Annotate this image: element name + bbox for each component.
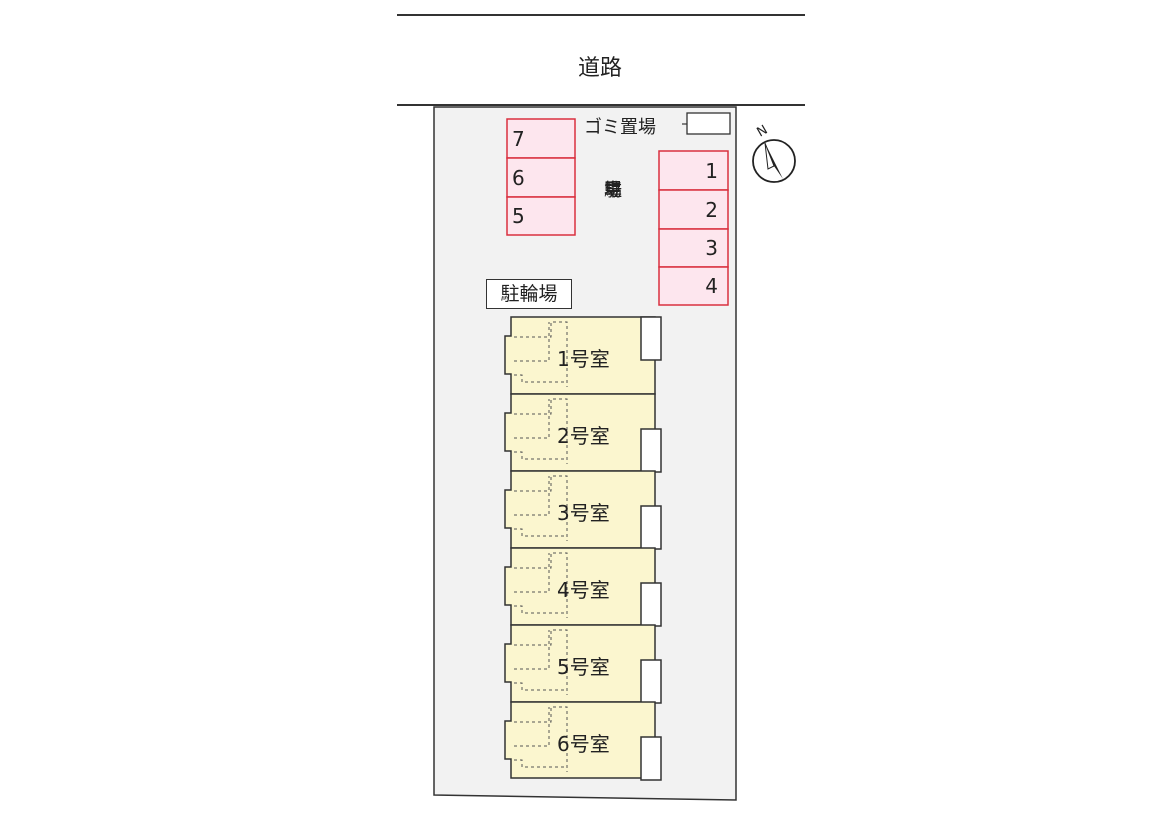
unit-interior-line xyxy=(514,322,550,362)
unit-interior-line xyxy=(514,552,568,618)
parking-space-3 xyxy=(658,228,729,268)
unit-interior-line xyxy=(514,707,550,747)
garbage-area xyxy=(686,112,731,135)
parking-label-char: 場 xyxy=(604,180,622,201)
unit-6-outline xyxy=(504,701,656,779)
unit-interior-line xyxy=(514,553,550,593)
unit-2-balcony xyxy=(640,428,662,473)
unit-interior-line xyxy=(514,398,568,464)
unit-interior-line xyxy=(514,629,568,695)
garbage-label: ゴミ置場 xyxy=(584,117,656,138)
road-bottom-line xyxy=(397,104,805,106)
parking-space-1 xyxy=(658,150,729,191)
unit-interior-line xyxy=(514,476,550,516)
unit-interior-line xyxy=(514,759,567,768)
unit-5-label: 5号室 xyxy=(557,655,610,679)
unit-1-label: 1号室 xyxy=(557,347,610,371)
unit-5-balcony xyxy=(640,659,662,704)
parking-space-7 xyxy=(506,118,576,159)
unit-interior-line xyxy=(514,630,550,670)
unit-interior-line xyxy=(514,374,567,383)
unit-interior-line xyxy=(514,528,567,537)
road-top-line xyxy=(397,14,805,16)
unit-1-balcony xyxy=(640,316,662,361)
unit-3-label: 3号室 xyxy=(557,501,610,525)
unit-4-label: 4号室 xyxy=(557,578,610,602)
unit-4-balcony xyxy=(640,582,662,627)
compass-north-label: N xyxy=(755,123,771,141)
parking-left-group: 7 6 5 xyxy=(506,118,576,236)
parking-space-number: 7 xyxy=(512,127,525,151)
unit-6-balcony xyxy=(640,736,662,781)
parking-space-number: 5 xyxy=(512,204,525,228)
parking-space-6 xyxy=(506,157,576,198)
unit-interior-line xyxy=(514,475,568,541)
parking-space-5 xyxy=(506,196,576,236)
road-label: 道路 xyxy=(577,56,622,81)
building: 1号室 2号室 3号室 4号室 5号室 6号室 xyxy=(504,316,662,781)
parking-space-number: 4 xyxy=(705,274,718,298)
unit-2-label: 2号室 xyxy=(557,424,610,448)
unit-interior-line xyxy=(514,321,568,387)
unit-interior-line xyxy=(514,605,567,614)
unit-interior-line xyxy=(514,451,567,460)
bicycle-parking-label: 駐輪場 xyxy=(486,279,572,309)
unit-6-label: 6号室 xyxy=(557,732,610,756)
unit-4-outline xyxy=(504,547,656,626)
parking-label-char: 車 xyxy=(604,180,622,201)
unit-interior-line xyxy=(514,706,568,772)
parking-label-char: 駐 xyxy=(604,180,622,201)
unit-5-outline xyxy=(504,624,656,703)
parking-space-number: 2 xyxy=(705,198,718,222)
unit-3-balcony xyxy=(640,505,662,550)
unit-interior-line xyxy=(514,682,567,691)
parking-right-group: 1 2 3 4 xyxy=(658,150,729,306)
parking-space-number: 3 xyxy=(705,236,718,260)
parking-space-number: 1 xyxy=(705,159,718,183)
unit-interior-line xyxy=(514,399,550,439)
parking-space-4 xyxy=(658,266,729,306)
unit-2-outline xyxy=(504,393,656,472)
parking-space-number: 6 xyxy=(512,166,525,190)
parking-space-2 xyxy=(658,189,729,230)
unit-3-outline xyxy=(504,470,656,549)
north-arrow-icon: N xyxy=(752,123,796,183)
